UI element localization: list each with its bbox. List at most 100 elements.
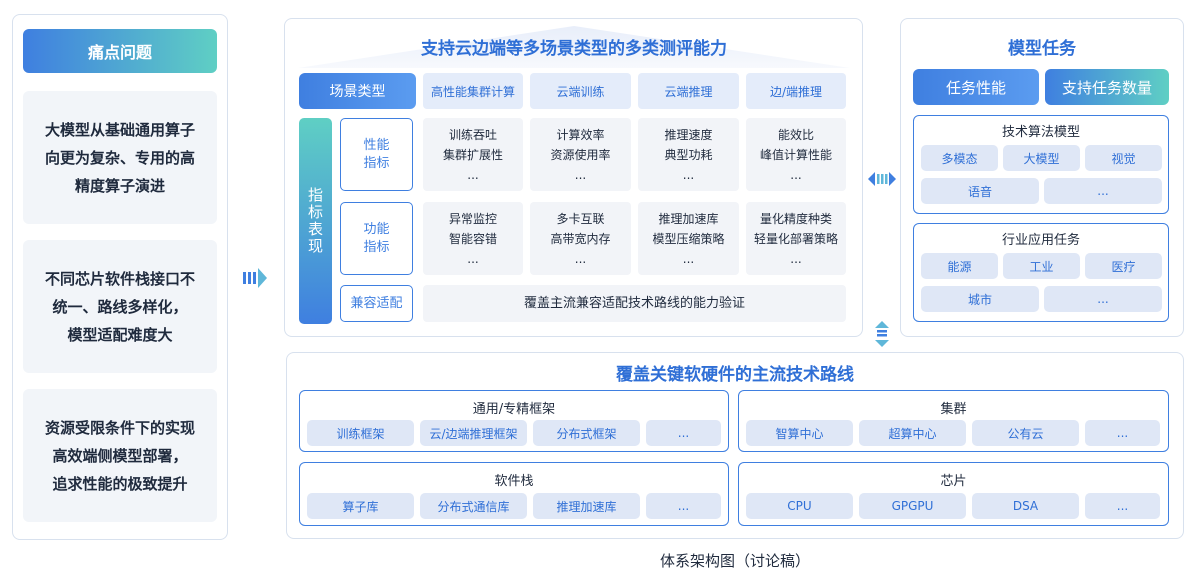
column-header-cloud-inference: 云端推理 <box>638 73 739 109</box>
row-label-compat-text: 兼容适配 <box>350 295 403 311</box>
industry-pill-medical: 医疗 <box>1085 253 1162 279</box>
row-label-function-line-1: 功能 <box>363 221 390 237</box>
framework-pill-more: ... <box>646 420 721 446</box>
indicator-bar <box>299 118 332 324</box>
cell-perf-cloud-training-line-1: 计算效率 <box>556 127 605 142</box>
industry-pill-more: ... <box>1044 286 1162 312</box>
tech-pill-more-label: ... <box>1097 184 1109 198</box>
scene-type-label: 场景类型 <box>299 73 416 109</box>
capability-title: 支持云边端等多场景类型的多类测评能力 <box>421 39 727 59</box>
cell-perf-edge-inference-line-3: ... <box>790 167 802 182</box>
industry-pill-energy-label: 能源 <box>947 259 972 274</box>
cell-perf-cloud-training: 计算效率 资源使用率 ... <box>530 118 631 191</box>
roof-shape <box>298 26 850 68</box>
task-count-button[interactable]: 支持任务数量 <box>1045 69 1169 105</box>
cluster-pill-supercomputer-label: 超算中心 <box>888 426 937 441</box>
double-arrow-vertical-icon <box>875 321 889 347</box>
pain-point-2-line-2: 统一、路线多样化， <box>52 297 188 316</box>
cell-func-cloud-inference-line-3: ... <box>682 251 695 266</box>
cluster-pill-aicenter-label: 智算中心 <box>775 426 824 441</box>
chip-pill-dsa: DSA <box>972 493 1079 519</box>
cell-func-cloud-training: 多卡互联 高带宽内存 ... <box>530 202 631 275</box>
industry-pill-energy: 能源 <box>921 253 998 279</box>
software-pill-comm: 分布式通信库 <box>420 493 527 519</box>
cell-perf-cloud-inference-line-3: ... <box>682 167 695 182</box>
row-label-compat: 兼容适配 <box>340 285 413 322</box>
cell-perf-edge-inference-line-1: 能效比 <box>777 127 814 142</box>
software-pill-more: ... <box>646 493 721 519</box>
indicator-label: 指标表现 <box>306 187 324 255</box>
tech-pill-llm: 大模型 <box>1003 145 1080 171</box>
cell-perf-hpc-line-2: 集群扩展性 <box>442 147 503 162</box>
cell-compat-text: 覆盖主流兼容适配技术路线的能力验证 <box>523 295 745 311</box>
cell-func-edge-inference-line-3: ... <box>790 251 802 266</box>
cell-perf-cloud-training-line-3: ... <box>574 167 587 182</box>
cell-func-cloud-training-line-3: ... <box>574 251 587 266</box>
cell-perf-hpc-line-1: 训练吞吐 <box>448 127 497 142</box>
scene-type-text: 场景类型 <box>329 84 386 100</box>
chip-pill-gpgpu-label: GPGPU <box>891 499 934 513</box>
row-label-function: 功能 指标 <box>340 202 413 275</box>
chip-pill-cpu-label: CPU <box>787 499 812 513</box>
pain-point-card-2: 不同芯片软件栈接口不 统一、路线多样化， 模型适配难度大 <box>23 240 217 373</box>
software-pill-comm-label: 分布式通信库 <box>437 499 510 514</box>
cell-func-cloud-training-line-2: 高带宽内存 <box>550 231 611 246</box>
diagram-caption: 体系架构图（讨论稿） <box>659 552 810 570</box>
column-header-cloud-training: 云端训练 <box>530 73 631 109</box>
chip-pill-gpgpu: GPGPU <box>859 493 966 519</box>
row-label-performance: 性能 指标 <box>340 118 413 191</box>
industry-pill-more-label: ... <box>1097 292 1109 306</box>
double-arrow-horizontal-icon <box>868 172 896 186</box>
task-performance-label: 任务性能 <box>945 78 1006 97</box>
framework-pill-inference-label: 云/边端推理框架 <box>429 426 518 441</box>
row-label-performance-line-1: 性能 <box>363 137 390 153</box>
software-pill-more-label: ... <box>677 499 690 513</box>
cell-compat: 覆盖主流兼容适配技术路线的能力验证 <box>423 285 846 322</box>
cell-func-hpc-line-1: 异常监控 <box>448 211 497 226</box>
framework-pill-distributed: 分布式框架 <box>533 420 640 446</box>
row-label-performance-line-2: 指标 <box>363 155 390 171</box>
pain-point-2-line-1: 不同芯片软件栈接口不 <box>44 269 195 288</box>
pain-point-1-line-3: 精度算子演进 <box>74 176 165 195</box>
chip-pill-dsa-label: DSA <box>1012 499 1039 513</box>
framework-pill-inference: 云/边端推理框架 <box>420 420 527 446</box>
task-performance-button[interactable]: 任务性能 <box>913 69 1039 105</box>
column-header-hpc: 高性能集群计算 <box>423 73 523 109</box>
framework-pill-more-label: ... <box>677 426 690 440</box>
task-count-label: 支持任务数量 <box>1061 78 1152 97</box>
industry-pill-industrial: 工业 <box>1003 253 1080 279</box>
software-pill-accel: 推理加速库 <box>533 493 640 519</box>
cell-func-cloud-inference-line-2: 模型压缩策略 <box>652 231 725 246</box>
cell-func-hpc-line-2: 智能容错 <box>448 231 497 246</box>
tech-pill-multimodal-label: 多模态 <box>941 151 978 166</box>
cell-perf-hpc: 训练吞吐 集群扩展性 ... <box>423 118 523 191</box>
pain-point-3-line-2: 高效端侧模型部署， <box>52 446 188 465</box>
cell-func-edge-inference: 量化精度种类 轻量化部署策略 ... <box>746 202 846 275</box>
pain-point-1-line-2: 向更为复杂、专用的高 <box>44 148 195 167</box>
cell-perf-edge-inference: 能效比 峰值计算性能 ... <box>746 118 846 191</box>
industry-pill-industrial-label: 工业 <box>1029 259 1054 274</box>
tech-pill-multimodal: 多模态 <box>921 145 998 171</box>
pain-points-header-label: 痛点问题 <box>87 43 152 62</box>
industry-pill-city-label: 城市 <box>967 292 992 307</box>
model-tasks-title: 模型任务 <box>1008 39 1076 59</box>
pain-point-3-line-1: 资源受限条件下的实现 <box>44 418 195 437</box>
chip-group-title: 芯片 <box>940 474 967 489</box>
column-header-cloud-training-label: 云端训练 <box>556 84 605 99</box>
software-pill-operator: 算子库 <box>307 493 414 519</box>
cluster-pill-more-label: ... <box>1116 426 1129 440</box>
software-pill-accel-label: 推理加速库 <box>556 499 617 514</box>
industry-task-group-title: 行业应用任务 <box>1001 233 1080 248</box>
framework-group-title: 通用/专精框架 <box>472 402 556 417</box>
cell-perf-hpc-line-3: ... <box>467 167 479 182</box>
pain-point-card-1: 大模型从基础通用算子 向更为复杂、专用的高 精度算子演进 <box>23 91 217 224</box>
cluster-pill-publiccloud: 公有云 <box>972 420 1079 446</box>
column-header-edge-inference: 边/端推理 <box>746 73 846 109</box>
software-pill-operator-label: 算子库 <box>342 499 379 514</box>
framework-pill-training-label: 训练框架 <box>336 426 385 441</box>
cell-perf-cloud-inference-line-2: 典型功耗 <box>664 147 713 162</box>
tech-model-group-title: 技术算法模型 <box>1001 125 1080 140</box>
chip-pill-more-label: ... <box>1116 499 1129 513</box>
cell-func-edge-inference-line-1: 量化精度种类 <box>759 211 832 226</box>
software-stack-group-title: 软件栈 <box>494 474 534 489</box>
